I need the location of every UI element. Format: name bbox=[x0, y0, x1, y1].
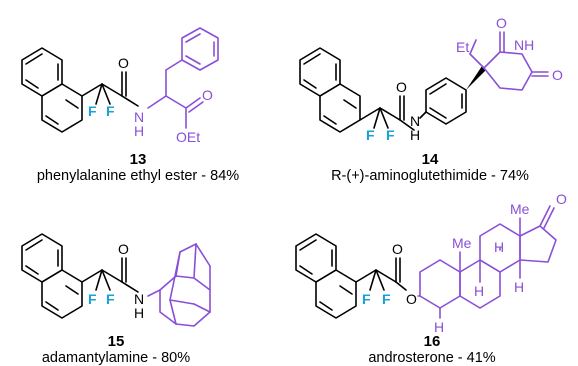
naphthalene-14 bbox=[299, 47, 361, 133]
atom-o-14: O bbox=[396, 79, 407, 95]
atom-o-13: O bbox=[118, 55, 129, 71]
atom-o-ketone-16: O bbox=[556, 191, 567, 207]
atom-o-15: O bbox=[118, 241, 129, 257]
compound-number-13: 13 bbox=[130, 151, 147, 168]
atom-n-14: N bbox=[410, 113, 420, 129]
atom-h-14: H bbox=[410, 127, 420, 143]
adamantane-15 bbox=[147, 243, 211, 327]
atom-f1-14: F bbox=[366, 127, 375, 143]
atom-o-ester-13: O bbox=[202, 87, 213, 103]
atom-n-15: N bbox=[134, 291, 144, 307]
atom-o-carbonyl-16: O bbox=[392, 241, 403, 257]
atom-f2-14: F bbox=[386, 127, 395, 143]
compound-13-structure: O F F N H O OEt bbox=[21, 27, 219, 145]
compound-caption-16: androsterone - 41% bbox=[368, 350, 495, 366]
atom-o-ester-16: O bbox=[406, 291, 417, 307]
atom-f1-16: F bbox=[362, 291, 371, 307]
atom-f1-13: F bbox=[88, 103, 97, 119]
atom-h3-16: H bbox=[514, 279, 524, 295]
atom-f2-15: F bbox=[106, 291, 115, 307]
compound-number-14: 14 bbox=[422, 151, 439, 168]
atom-n-13: N bbox=[134, 109, 144, 125]
compound-caption-14: R-(+)-aminoglutethimide - 74% bbox=[331, 168, 529, 184]
atom-f1-15: F bbox=[88, 291, 97, 307]
compound-number-15: 15 bbox=[108, 333, 125, 350]
naphthalene-16 bbox=[295, 233, 357, 319]
atom-oet-13: OEt bbox=[176, 129, 200, 145]
steroid-skeleton-16 bbox=[417, 205, 557, 319]
atom-h2-16: H bbox=[474, 283, 484, 299]
atom-h4-16: H bbox=[434, 319, 444, 335]
atom-me1-16: Me bbox=[452, 235, 472, 251]
atom-et-14: Et bbox=[456, 39, 469, 55]
naphthalene-15 bbox=[21, 233, 83, 319]
compound-16-structure: O F F O Me Me O H bbox=[295, 191, 567, 335]
atom-h-13: H bbox=[134, 123, 144, 139]
compound-14-structure: O F F N H O NH O Et bbox=[299, 15, 563, 143]
compound-caption-13: phenylalanine ethyl ester - 84% bbox=[37, 168, 239, 184]
atom-h1-16: H bbox=[494, 239, 504, 255]
compound-caption-15: adamantylamine - 80% bbox=[42, 350, 190, 366]
compound-15-structure: O F F N H bbox=[21, 233, 211, 327]
naphthalene-13 bbox=[21, 47, 83, 133]
atom-o1-14: O bbox=[496, 15, 507, 31]
atom-o2-14: O bbox=[552, 67, 563, 83]
compound-number-16: 16 bbox=[424, 333, 441, 350]
atom-f2-16: F bbox=[382, 291, 391, 307]
atom-f2-13: F bbox=[106, 103, 115, 119]
atom-me2-16: Me bbox=[510, 201, 530, 217]
atom-h-15: H bbox=[134, 305, 144, 321]
atom-nh-14: NH bbox=[514, 37, 534, 53]
